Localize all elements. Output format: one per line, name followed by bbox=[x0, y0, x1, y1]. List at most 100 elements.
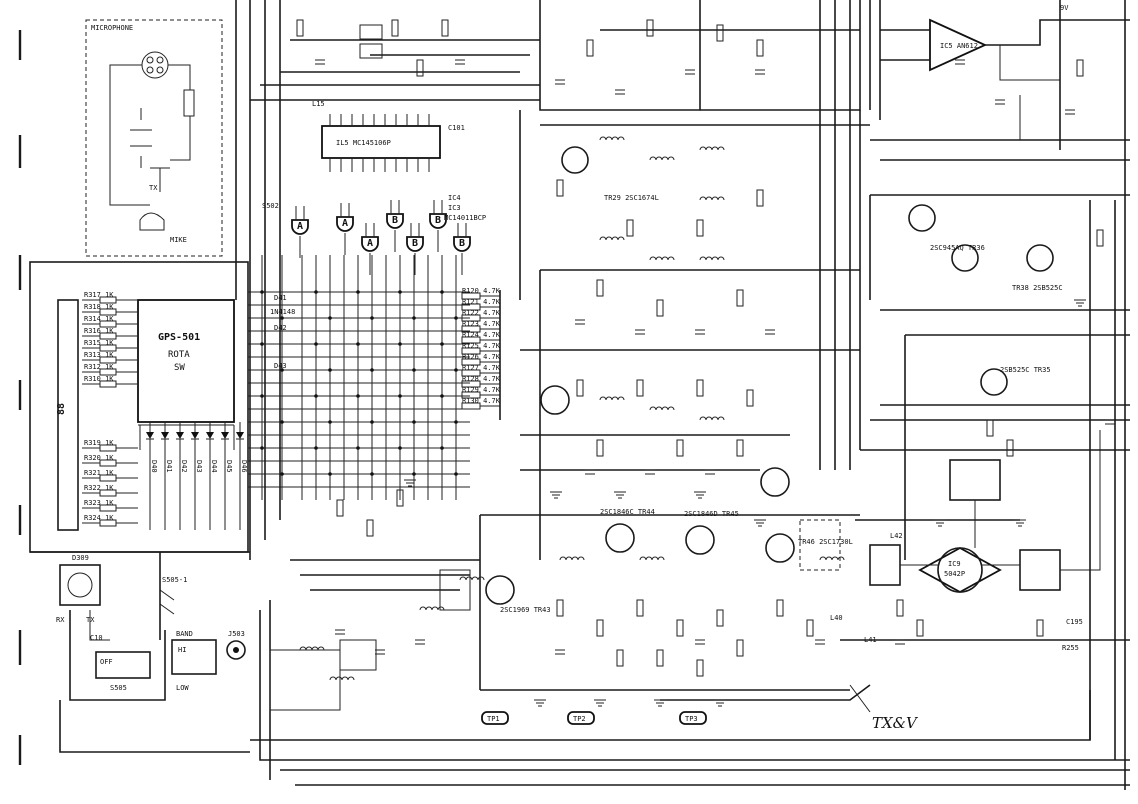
inductor bbox=[649, 256, 675, 261]
capacitor bbox=[765, 329, 775, 335]
junction bbox=[260, 446, 264, 450]
capacitor bbox=[1065, 109, 1075, 115]
gate-label: A bbox=[342, 218, 348, 229]
tr46-label: TR46 2SC1730L bbox=[798, 538, 853, 546]
diode bbox=[206, 432, 214, 439]
resistor bbox=[556, 179, 564, 197]
nand-gate bbox=[453, 236, 471, 252]
ground-symbol bbox=[934, 519, 946, 527]
band-label: BAND bbox=[176, 630, 193, 638]
capacitor bbox=[695, 329, 705, 335]
capacitor bbox=[635, 329, 645, 335]
ground-symbol bbox=[404, 479, 416, 487]
resistor bbox=[776, 599, 784, 617]
test-point bbox=[679, 711, 707, 725]
diode bbox=[146, 432, 154, 439]
wire bbox=[660, 684, 871, 701]
resistor bbox=[656, 299, 664, 317]
resistor bbox=[736, 439, 744, 457]
resistor bbox=[646, 19, 654, 37]
l15-label: L15 bbox=[312, 100, 325, 108]
gps-501-switch bbox=[137, 299, 235, 423]
s502-label: S502 bbox=[262, 202, 279, 210]
filter-block bbox=[269, 649, 341, 711]
c10-label: C10 bbox=[90, 634, 103, 642]
nand-gate bbox=[429, 213, 447, 229]
d309-label: D309 bbox=[72, 554, 89, 562]
mike-label: MIKE bbox=[170, 236, 187, 244]
ic5-label: IC5 AN612 bbox=[940, 42, 978, 50]
off-label: OFF bbox=[100, 658, 113, 666]
wire bbox=[250, 690, 1091, 741]
capacitor bbox=[415, 639, 425, 645]
capacitor bbox=[695, 639, 705, 645]
inductor bbox=[599, 396, 625, 401]
junction bbox=[454, 368, 458, 372]
junction bbox=[370, 420, 374, 424]
v9-label: 9V bbox=[1060, 4, 1069, 12]
left-resistor-label: R312 1K bbox=[84, 363, 114, 371]
rf-transistor-row: 2SC1969 TR43 2SC1846C TR44 2SC1846D TR45… bbox=[485, 146, 877, 644]
resistor bbox=[1076, 59, 1084, 77]
left-resistor-label: R310 1K bbox=[84, 375, 114, 383]
left-resistor-label: R313 1K bbox=[84, 351, 114, 359]
filter-block bbox=[439, 569, 471, 611]
left-resistor-lower-label: R323 1K bbox=[84, 499, 114, 507]
tx-label: TX bbox=[86, 616, 95, 624]
capacitor bbox=[585, 469, 595, 475]
resistor bbox=[756, 189, 764, 207]
capacitor bbox=[375, 649, 385, 655]
mc14011-label: MC14011BCP bbox=[444, 214, 486, 222]
junction bbox=[412, 368, 416, 372]
junction bbox=[260, 290, 264, 294]
test-point bbox=[567, 711, 595, 725]
tr35-label: 2SB525C TR35 bbox=[1000, 366, 1051, 374]
scattered-components bbox=[269, 19, 1115, 711]
resistor bbox=[676, 439, 684, 457]
junction bbox=[398, 290, 402, 294]
resistor bbox=[391, 19, 399, 37]
wire bbox=[539, 0, 701, 111]
capacitor bbox=[315, 59, 325, 65]
junction bbox=[314, 290, 318, 294]
resistor bbox=[806, 619, 814, 637]
l42-label: L42 bbox=[890, 532, 903, 540]
junction bbox=[440, 342, 444, 346]
left-resistor-lower-label: R320 1K bbox=[84, 454, 114, 462]
junction bbox=[398, 446, 402, 450]
mid-resistor-label: R121 4.7K bbox=[462, 298, 501, 306]
left-resistor-label: R316 1K bbox=[84, 327, 114, 335]
junction bbox=[356, 342, 360, 346]
microphone-block: MICROPHONE TX MIKE bbox=[85, 19, 223, 257]
resistor bbox=[696, 659, 704, 677]
resistor bbox=[656, 649, 664, 667]
junction bbox=[356, 394, 360, 398]
ground-symbol bbox=[594, 699, 606, 707]
resistor bbox=[1006, 439, 1014, 457]
nand-gate bbox=[336, 216, 354, 232]
ground-symbol bbox=[534, 699, 546, 707]
s505-1-label: S505-1 bbox=[162, 576, 187, 584]
resistor bbox=[596, 279, 604, 297]
shield-outline bbox=[799, 519, 841, 571]
junction bbox=[280, 368, 284, 372]
capacitor bbox=[615, 89, 625, 95]
mc145106p-label: IL5 MC145106P bbox=[336, 139, 391, 147]
resistor bbox=[441, 19, 449, 37]
junction bbox=[280, 472, 284, 476]
gate-label: A bbox=[367, 238, 373, 249]
inductor bbox=[819, 556, 845, 561]
resistor bbox=[616, 649, 624, 667]
inductor bbox=[699, 196, 725, 201]
handwritten-note: TX&V bbox=[849, 684, 919, 732]
tr44-label: 2SC1846C TR44 bbox=[600, 508, 655, 516]
capacitor bbox=[895, 639, 905, 645]
test-point-label: TP3 bbox=[685, 715, 698, 723]
diode-label: D40 bbox=[150, 460, 158, 473]
s505-label: S505 bbox=[110, 684, 127, 692]
ic-pins bbox=[329, 114, 430, 172]
